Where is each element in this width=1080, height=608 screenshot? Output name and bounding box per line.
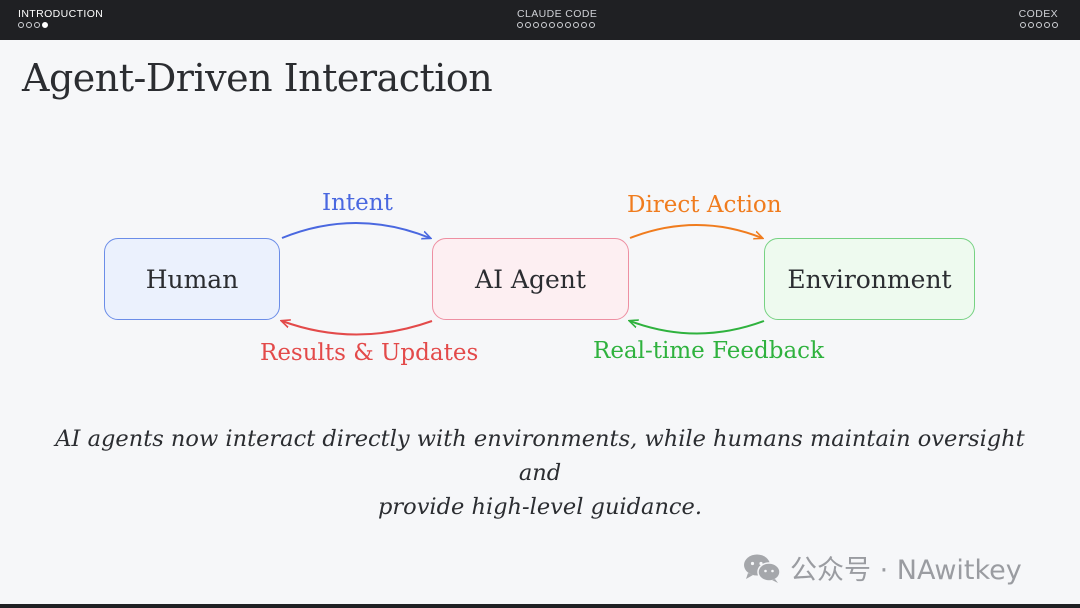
direct-action-arrow xyxy=(629,224,762,238)
nav-progress-dots xyxy=(1019,22,1058,28)
node-environment: Environment xyxy=(764,238,975,320)
bottom-border xyxy=(0,604,1080,608)
edge-label-direct-action: Direct Action xyxy=(627,192,782,218)
slide-caption: AI agents now interact directly with env… xyxy=(40,422,1040,524)
watermark-text: 公众号 · NAwitkey xyxy=(790,555,1022,586)
progress-dot[interactable] xyxy=(26,22,32,28)
caption-line-1: AI agents now interact directly with env… xyxy=(55,426,1025,486)
progress-dot[interactable] xyxy=(541,22,547,28)
slide-title: Agent-Driven Interaction xyxy=(22,56,493,100)
nav-section-label: CLAUDE CODE xyxy=(517,8,598,20)
edge-label-results-updates: Results & Updates xyxy=(260,340,479,366)
results-arrow xyxy=(282,321,433,336)
progress-dot[interactable] xyxy=(18,22,24,28)
watermark: 公众号 · NAwitkey xyxy=(742,548,1022,587)
nav-section-label: INTRODUCTION xyxy=(18,8,104,20)
node-ai-agent-label: AI Agent xyxy=(475,264,586,294)
progress-dot[interactable] xyxy=(581,22,587,28)
progress-dot[interactable] xyxy=(1044,22,1050,28)
nav-progress-dots xyxy=(18,22,103,28)
nav-progress-dots xyxy=(517,22,597,28)
wechat-icon xyxy=(744,554,781,583)
nav-section-codex[interactable]: CODEX xyxy=(1019,8,1058,28)
node-human-label: Human xyxy=(145,264,239,294)
progress-dot[interactable] xyxy=(1036,22,1042,28)
progress-dot[interactable] xyxy=(1052,22,1058,28)
progress-dot[interactable] xyxy=(525,22,531,28)
progress-dot-current[interactable] xyxy=(42,22,48,28)
progress-dot[interactable] xyxy=(549,22,555,28)
progress-dot[interactable] xyxy=(573,22,579,28)
node-human: Human xyxy=(104,238,280,320)
caption-line-2: provide high-level guidance. xyxy=(377,494,703,520)
node-environment-label: Environment xyxy=(787,264,952,294)
progress-dot[interactable] xyxy=(1020,22,1026,28)
progress-dot[interactable] xyxy=(565,22,571,28)
progress-dot[interactable] xyxy=(517,22,523,28)
edge-label-intent: Intent xyxy=(322,190,393,216)
progress-dot[interactable] xyxy=(533,22,539,28)
edge-label-realtime-feedback: Real-time Feedback xyxy=(593,338,824,364)
feedback-arrow xyxy=(630,321,765,335)
nav-section-label: CODEX xyxy=(1018,8,1058,20)
nav-section-introduction[interactable]: INTRODUCTION xyxy=(18,8,103,28)
top-nav-bar: INTRODUCTION CLAUDE CODE CODEX xyxy=(0,0,1080,40)
progress-dot[interactable] xyxy=(557,22,563,28)
progress-dot[interactable] xyxy=(34,22,40,28)
progress-dot[interactable] xyxy=(1028,22,1034,28)
progress-dot[interactable] xyxy=(589,22,595,28)
intent-arrow xyxy=(281,222,430,238)
nav-section-claude-code[interactable]: CLAUDE CODE xyxy=(517,8,597,28)
node-ai-agent: AI Agent xyxy=(432,238,629,320)
